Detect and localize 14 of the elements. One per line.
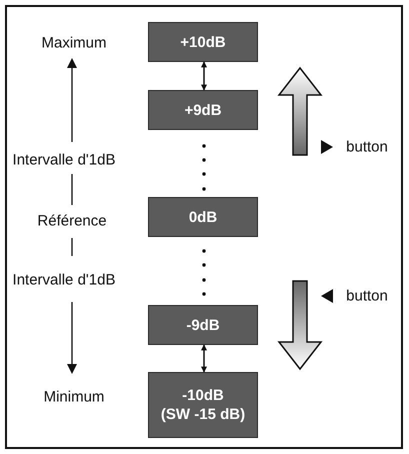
axis-label: Minimum: [44, 388, 104, 406]
button-label: button: [346, 138, 388, 156]
level-box: -9dB: [148, 305, 258, 345]
level-box: -10dB (SW -15 dB): [148, 372, 258, 438]
level-box: +9dB: [148, 90, 258, 130]
axis-label: Intervalle d'1dB: [12, 152, 116, 168]
double-arrow: [201, 61, 207, 91]
double-arrow: [201, 344, 207, 373]
axis-label: Maximum: [42, 34, 106, 52]
axis-label: Intervalle d'1dB: [12, 272, 116, 288]
button-label: button: [346, 288, 388, 304]
axis-label: Référence: [37, 212, 107, 230]
level-box: 0dB: [148, 197, 258, 237]
level-box: +10dB: [148, 22, 258, 62]
